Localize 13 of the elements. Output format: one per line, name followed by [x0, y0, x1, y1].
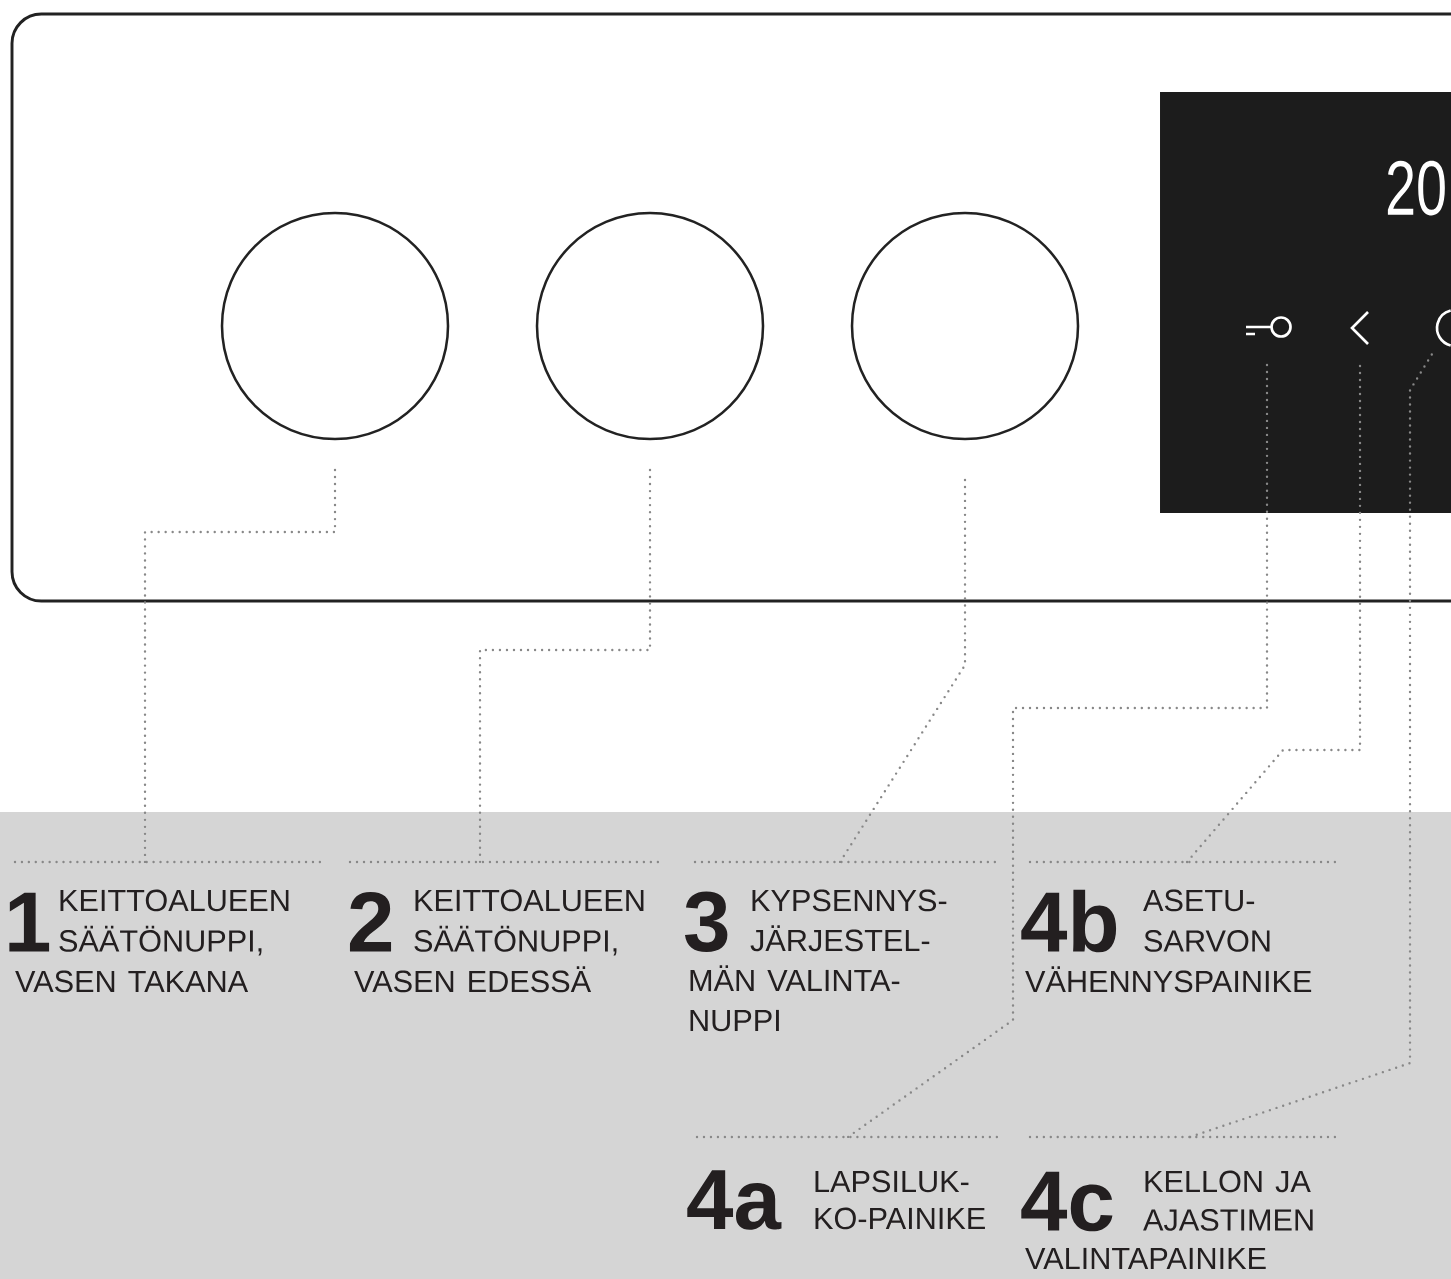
control-knob: [220, 211, 450, 441]
control-knob: [535, 211, 765, 441]
leader-line: [1188, 353, 1433, 1139]
control-knob: [850, 211, 1080, 441]
leader-line: [838, 478, 967, 864]
leader-line: [478, 468, 652, 864]
display-readout: 20: [1387, 160, 1445, 216]
chevron-icon: [1350, 311, 1369, 345]
leader-line: [1185, 364, 1362, 864]
callout-label: 4a LAPSILUK- KO-PAINIKE: [687, 1170, 985, 1230]
key-icon: [1244, 316, 1292, 338]
leader-line: [846, 363, 1269, 1139]
leader-line: [143, 468, 337, 864]
